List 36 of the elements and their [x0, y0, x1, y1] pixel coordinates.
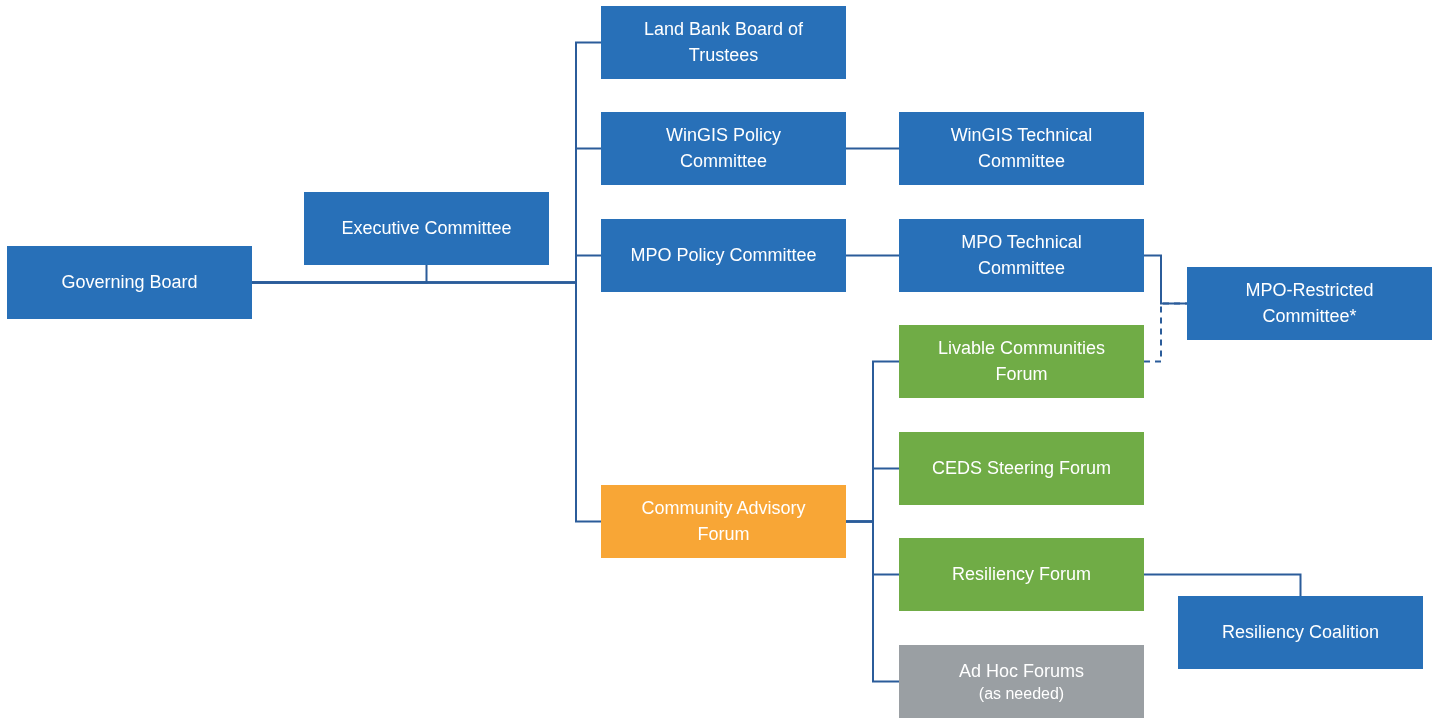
unit-name: Livable Communities Forum: [936, 337, 1107, 386]
dashed-connector: [1143, 302, 1188, 363]
org-box: [601, 6, 846, 79]
connector-line: [845, 254, 900, 257]
unit-name: Ad Hoc Forums: [958, 659, 1084, 683]
unit-note: (as needed): [978, 684, 1065, 705]
org-box: [601, 112, 846, 185]
org-box: [899, 325, 1144, 398]
connector-line: [1143, 254, 1188, 305]
unit-name: WinGIS Policy Committee: [665, 124, 782, 173]
unit-name: MPO Policy Committee: [630, 243, 817, 267]
unit-name: Executive Committee: [341, 216, 512, 240]
unit-name: WinGIS Technical Committee: [949, 124, 1094, 173]
unit-name: MPO-Restricted Committee*: [1244, 279, 1375, 328]
unit-name: CEDS Steering Forum: [931, 456, 1112, 480]
unit-name: Resiliency Forum: [951, 562, 1091, 586]
connector-line: [845, 520, 900, 683]
unit-name: Land Bank Board of Trustees: [642, 18, 805, 67]
unit-name: MPO Technical Committee: [960, 231, 1083, 280]
connector-line: [845, 147, 900, 150]
org-box: [304, 192, 549, 265]
org-box: [601, 485, 846, 558]
connector-line: [251, 281, 602, 523]
org-box: [899, 112, 1144, 185]
unit-name: Governing Board: [61, 270, 198, 294]
org-box: [899, 645, 1144, 718]
unit-name: Community Advisory Forum: [640, 497, 807, 546]
org-box: [899, 432, 1144, 505]
org-box: [1178, 596, 1423, 669]
org-box: [7, 246, 252, 319]
org-box: [899, 538, 1144, 611]
org-box: [1187, 267, 1432, 340]
connector-line: [1143, 573, 1302, 597]
org-box: [601, 219, 846, 292]
unit-name: Resiliency Coalition: [1221, 620, 1380, 644]
org-box: [899, 219, 1144, 292]
